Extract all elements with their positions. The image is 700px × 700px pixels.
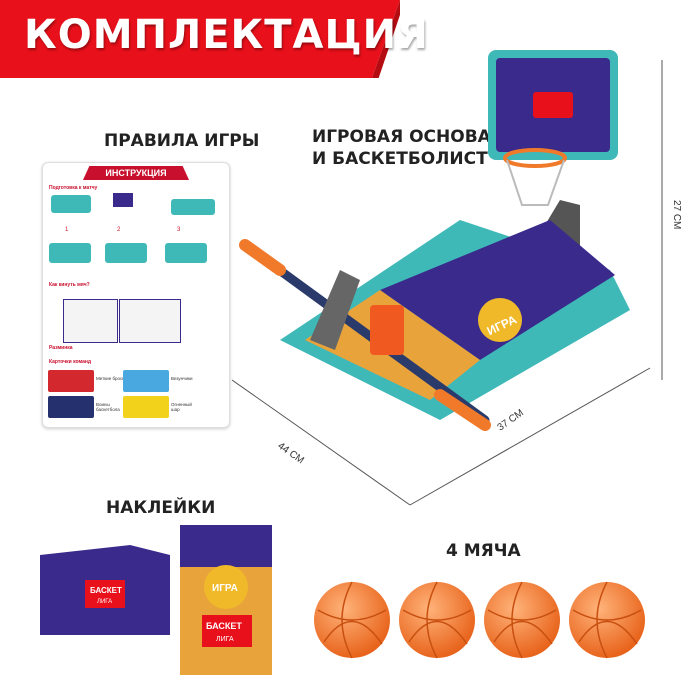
rod-handle[interactable]	[239, 239, 286, 276]
basketball-player	[370, 305, 404, 355]
backboard	[488, 50, 618, 160]
sheet-illustration	[105, 243, 147, 263]
base-label-line1: ИГРОВАЯ ОСНОВА	[312, 127, 491, 147]
sheet-heading: Разминка	[49, 345, 73, 351]
sheet-heading: Как кинуть мяч?	[49, 282, 90, 288]
balls-label: 4 МЯЧА	[446, 541, 521, 561]
card-label: Меткие броски	[96, 376, 127, 381]
team-card	[123, 396, 169, 418]
team-card	[123, 370, 169, 392]
header-banner: КОМПЛЕКТАЦИЯ	[0, 0, 428, 78]
stickers-illustration: БАСКЕТ ЛИГА ИГРА БАСКЕТ ЛИГА	[40, 525, 272, 675]
banner-shape	[0, 0, 400, 78]
instruction-title: ИНСТРУКЦИЯ	[83, 166, 189, 180]
court-logo-line2: ЛИГА	[216, 636, 234, 643]
page-title: КОМПЛЕКТАЦИЯ	[24, 12, 429, 58]
basketball-ball	[397, 580, 477, 660]
logo-sticker	[85, 580, 125, 608]
sheet-illustration	[119, 299, 181, 343]
team-card	[48, 370, 94, 392]
basketball-ball	[482, 580, 562, 660]
sheet-illustration	[165, 243, 207, 263]
court-sticker-top	[180, 525, 272, 567]
sheet-heading: Подготовка к матчу	[49, 185, 98, 191]
instruction-sheet: ИНСТРУКЦИЯ Подготовка к матчу 1 2 3 Как …	[42, 162, 230, 428]
sticker-logo-line1: БАСКЕТ	[90, 586, 122, 595]
base-label: ИГРОВАЯ ОСНОВА И БАСКЕТБОЛИСТ	[312, 126, 491, 170]
team-card	[48, 396, 94, 418]
court	[380, 220, 615, 360]
sticker-logo-line2: ЛИГА	[97, 599, 112, 605]
base-label-line2: И БАСКЕТБОЛИСТ	[312, 149, 488, 169]
card-label: Огненный шар	[171, 402, 192, 412]
hoop	[503, 148, 567, 168]
court-sticker-logo	[202, 615, 252, 647]
card-label: Везунчики	[171, 376, 193, 381]
step-number: 1	[65, 227, 69, 233]
sheet-illustration	[51, 195, 91, 213]
basketball-ball	[567, 580, 647, 660]
court-logo	[478, 298, 522, 342]
basketball-ball	[312, 580, 392, 660]
card-label: Воины баскетбола	[96, 402, 120, 412]
sheet-illustration	[49, 243, 91, 263]
stickers-label: НАКЛЕЙКИ	[106, 498, 216, 518]
net	[506, 159, 565, 206]
sheet-heading: Карточки команд	[49, 359, 92, 365]
height-dimension: 27 СМ	[671, 200, 682, 230]
court-sticker-circle	[204, 565, 248, 609]
sheet-illustration	[113, 193, 133, 207]
court-sticker-text: ИГРА	[212, 583, 238, 594]
step-number: 3	[177, 227, 181, 233]
step-number: 2	[117, 227, 121, 233]
rod-support	[310, 270, 360, 350]
sheet-illustration	[63, 299, 118, 343]
court-logo-line1: БАСКЕТ	[206, 621, 242, 631]
sheet-illustration	[171, 199, 215, 215]
game-base-illustration: ИГРА	[239, 50, 630, 431]
rules-label: ПРАВИЛА ИГРЫ	[104, 131, 260, 151]
